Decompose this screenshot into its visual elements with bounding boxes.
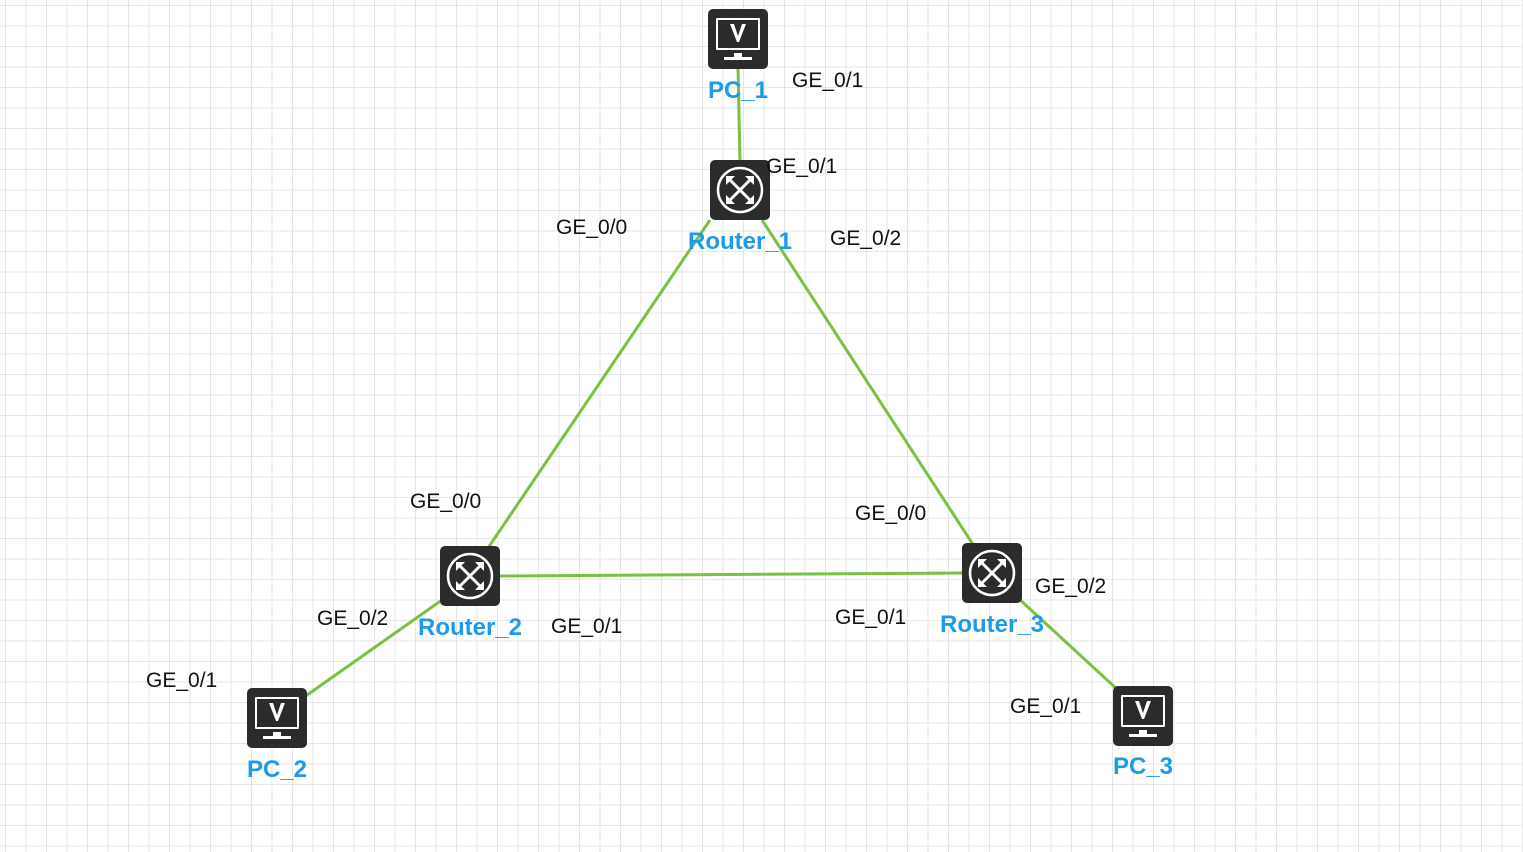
router-3-label[interactable]: Router_3: [939, 611, 1045, 638]
router-2-label[interactable]: Router_2: [417, 614, 523, 641]
pc-3-label[interactable]: PC_3: [1112, 753, 1174, 780]
pc-monitor-icon: [247, 688, 307, 748]
pc-3-node[interactable]: [1113, 686, 1173, 746]
router-3-port-ge00-label: GE_0/0: [855, 502, 927, 525]
link-router2-pc2[interactable]: [299, 598, 443, 702]
router-icon: [440, 546, 500, 606]
router-icon: [962, 543, 1022, 603]
link-router1-router3[interactable]: [760, 219, 976, 547]
router-3-port-ge02-label: GE_0/2: [1035, 575, 1107, 598]
router-1-port-ge02-label: GE_0/2: [830, 227, 902, 250]
router-2-port-ge02-label: GE_0/2: [317, 607, 389, 630]
pc-1-node[interactable]: [708, 9, 768, 69]
router-icon: [710, 160, 770, 220]
pc-1-label[interactable]: PC_1: [707, 77, 769, 104]
router-2-port-ge01-label: GE_0/1: [551, 615, 623, 638]
router-1-port-ge01-label: GE_0/1: [766, 155, 838, 178]
router-1-port-ge00-label: GE_0/0: [556, 216, 628, 239]
router-1-label[interactable]: Router_1: [687, 228, 793, 255]
pc-2-port-label: GE_0/1: [146, 669, 218, 692]
pc-monitor-icon: [1113, 686, 1173, 746]
pc-3-port-label: GE_0/1: [1010, 695, 1082, 718]
router-3-node[interactable]: [962, 543, 1022, 603]
pc-2-label[interactable]: PC_2: [246, 756, 308, 783]
link-router2-router3[interactable]: [499, 571, 963, 578]
router-3-port-ge01-label: GE_0/1: [835, 606, 907, 629]
router-1-node[interactable]: [710, 160, 770, 220]
pc-monitor-icon: [708, 9, 768, 69]
router-2-node[interactable]: [440, 546, 500, 606]
link-router1-router2[interactable]: [486, 219, 712, 549]
link-pc1-router1[interactable]: [736, 67, 742, 162]
pc-2-node[interactable]: [247, 688, 307, 748]
router-2-port-ge00-label: GE_0/0: [410, 490, 482, 513]
link-router3-pc3[interactable]: [1016, 596, 1120, 692]
pc-1-port-label: GE_0/1: [792, 69, 864, 92]
